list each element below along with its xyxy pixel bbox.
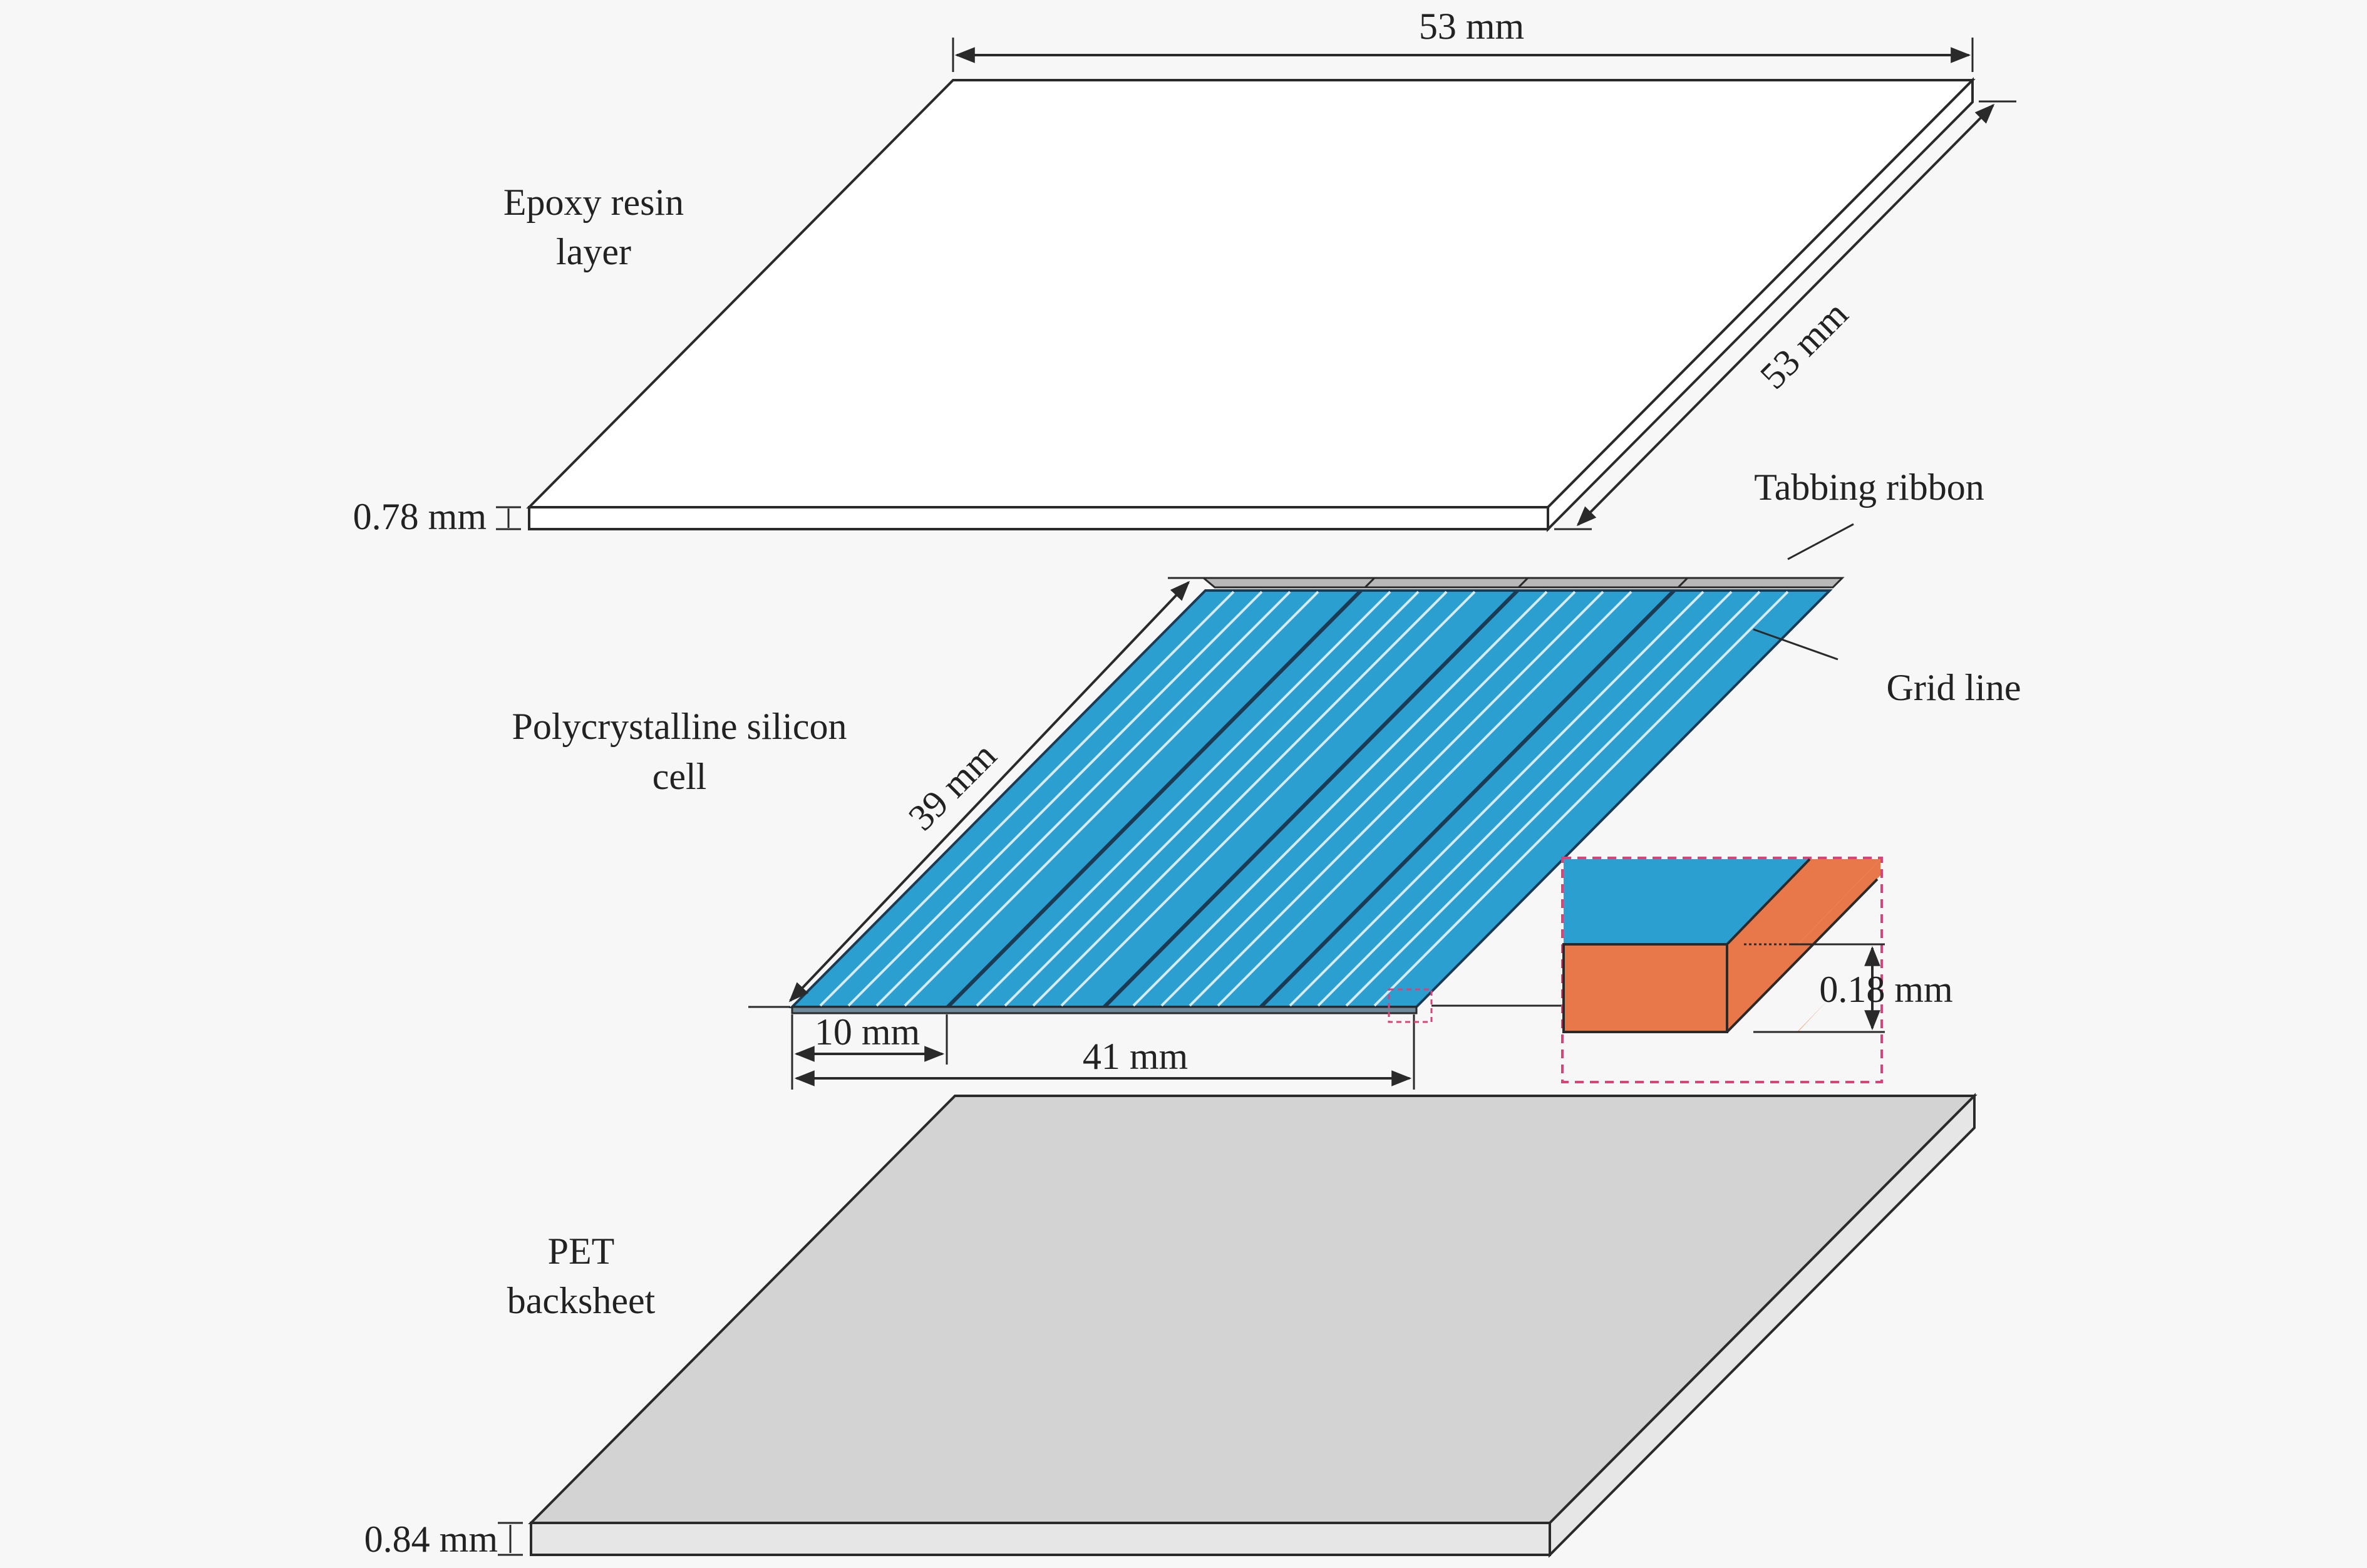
pet-thickness-label: 0.84 mm	[364, 1519, 498, 1560]
cell-thickness-label: 0.18 mm	[1819, 969, 1952, 1010]
cell-thickness-inset: 0.18 mm	[1561, 857, 1953, 1083]
pet-label-line2: backsheet	[507, 1280, 656, 1321]
epoxy-thickness-label: 0.78 mm	[353, 496, 487, 537]
strip-width-label: 10 mm	[815, 1011, 920, 1053]
cell-width-label: 41 mm	[1083, 1036, 1188, 1077]
cell-label-line1: Polycrystalline silicon	[512, 706, 847, 747]
pet-label-line1: PET	[548, 1230, 615, 1272]
zoom-marker	[1388, 988, 1433, 1023]
pet-thickness-dimension: 0.84 mm	[364, 1519, 523, 1560]
strip-width-dimension: 10 mm	[791, 1011, 948, 1090]
tabbing-ribbon-leader	[1787, 523, 1854, 560]
epoxy-width-dimension: 53 mm	[952, 6, 1974, 72]
tabbing-ribbon-label: Tabbing ribbon	[1754, 467, 1984, 508]
pet-backsheet	[528, 1093, 1978, 1558]
epoxy-label-line2: layer	[556, 231, 631, 272]
epoxy-label-line1: Epoxy resin	[503, 182, 684, 223]
epoxy-width-label: 53 mm	[1419, 6, 1524, 47]
cell-width-dimension: 41 mm	[794, 1014, 1415, 1090]
epoxy-thickness-dimension: 0.78 mm	[353, 496, 521, 537]
grid-line-label: Grid line	[1887, 667, 2021, 708]
epoxy-resin-layer	[526, 77, 1976, 532]
grid-line-leader	[1753, 628, 1838, 661]
cell-label-line2: cell	[652, 756, 707, 797]
